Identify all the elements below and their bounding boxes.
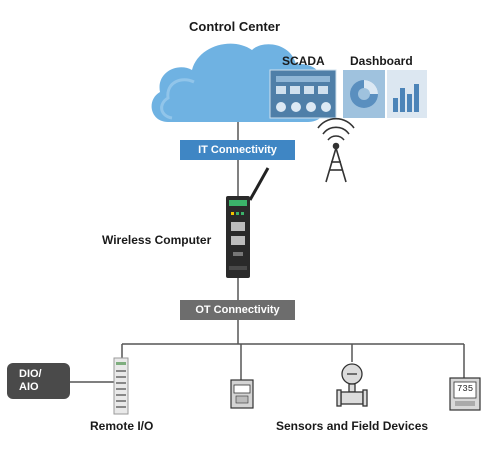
control-center-title: Control Center <box>189 19 280 34</box>
aio-label: AIO <box>19 381 39 393</box>
wireless-computer-label: Wireless Computer <box>102 233 212 247</box>
energy-meter-icon <box>230 379 254 409</box>
wireless-computer-device <box>226 167 270 278</box>
sensors-label: Sensors and Field Devices <box>276 419 429 433</box>
it-connectivity-bar: IT Connectivity <box>180 140 295 160</box>
remote-io-label: Remote I/O <box>90 419 154 433</box>
antenna-tower-icon <box>317 117 355 183</box>
flow-meter-icon <box>336 363 368 407</box>
field-bus-lines <box>70 343 465 383</box>
dashboard-screen <box>343 70 427 118</box>
scada-label: SCADA <box>282 54 325 68</box>
meter-display-value: 735 <box>457 384 474 394</box>
dashboard-label: Dashboard <box>350 54 413 68</box>
remote-io-module <box>113 357 129 415</box>
panel-meter-icon <box>449 377 481 411</box>
scada-screen <box>269 69 337 119</box>
dio-aio-box: DIO/ AIO <box>7 363 70 399</box>
ot-connectivity-bar: OT Connectivity <box>180 300 295 320</box>
dio-label: DIO/ <box>19 368 42 380</box>
